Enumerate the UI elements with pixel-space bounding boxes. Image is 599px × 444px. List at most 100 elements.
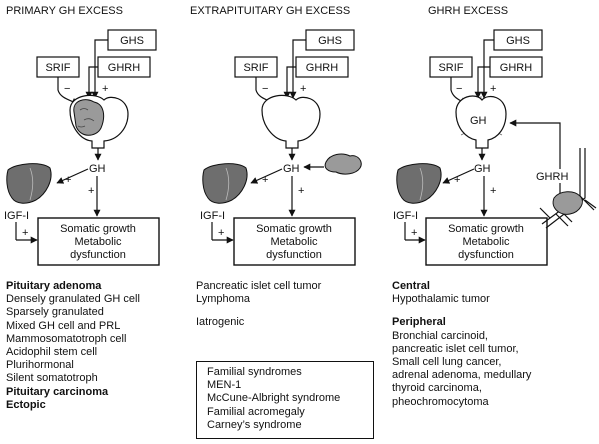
gh-label: GH (283, 163, 300, 175)
list-item: Familial syndromes (207, 366, 302, 378)
pituitary-adenoma-tumor (73, 99, 105, 136)
list-item: Pancreatic islet cell tumor (196, 280, 322, 292)
srif-minus: − (64, 83, 70, 95)
ghrh-label: GHRH (306, 62, 338, 74)
liver-plus: + (65, 174, 71, 186)
gh-secretagogue-plus: + (490, 83, 496, 95)
ghs-label: GHS (318, 35, 342, 47)
primary-causes-list: Pituitary adenoma Densely granulated GH … (6, 280, 140, 412)
pituitary-gland (455, 95, 507, 149)
list-item: Ectopic (6, 398, 46, 411)
igf-label: IGF-I (4, 210, 29, 222)
gh-label: GH (474, 163, 491, 175)
ectopic-ghrh-label: GHRH (536, 171, 568, 183)
ghrh-label: GHRH (108, 62, 140, 74)
ectopic-tumor (324, 153, 362, 175)
list-item: adrenal adenoma, medullary (392, 369, 532, 382)
gh-secretagogue-plus: + (300, 83, 306, 95)
ghs-arrow (289, 39, 306, 99)
somatic-growth-box (425, 217, 548, 266)
srif-label: SRIF (45, 62, 70, 74)
igf-label: IGF-I (200, 210, 225, 222)
list-item: Iatrogenic (196, 316, 245, 329)
list-item: pancreatic islet cell tumor, (392, 342, 519, 355)
igf-plus: + (411, 227, 417, 239)
list-item: pheochromocytoma (392, 395, 489, 408)
gh-growth-plus: + (490, 185, 496, 197)
gh-to-liver-arrow (56, 168, 89, 184)
list-item: thyroid carcinoma, (392, 382, 482, 395)
ghrh-causes-list: Central Hypothalamic tumor Peripheral Br… (392, 280, 531, 409)
liver-plus: + (262, 174, 268, 186)
box-line-2: Metabolic (270, 236, 318, 248)
list-item: Densely granulated GH cell (6, 293, 140, 306)
box-line-3: dysfunction (458, 249, 514, 261)
panel-title: GHRH EXCESS (428, 5, 508, 17)
list-item: McCune-Albright syndrome (207, 392, 341, 405)
central-heading: Central (392, 280, 430, 292)
ghs-label: GHS (506, 35, 530, 47)
list-item: Sparsely granulated (6, 306, 104, 319)
box-line-2: Metabolic (462, 236, 510, 248)
igf-plus: + (22, 227, 28, 239)
gh-growth-plus: + (298, 185, 304, 197)
srif-minus: − (456, 83, 462, 95)
srif-label: SRIF (243, 62, 268, 74)
list-item: Small cell lung cancer, (392, 355, 502, 368)
list-item: Silent somatotroph (6, 372, 98, 385)
somatic-growth-box (233, 217, 356, 266)
srif-minus: − (262, 83, 268, 95)
panel-primary: PRIMARY GH EXCESS GHS SRIF GHRH − + GH +… (4, 5, 160, 266)
familial-syndromes-box: Familial syndromes MEN-1 McCune-Albright… (196, 361, 374, 439)
lung-bronchi-icon (539, 148, 597, 229)
list-item: Pituitary carcinoma (6, 385, 109, 398)
panel-extrapituitary: EXTRAPITUITARY GH EXCESS GHS SRIF GHRH −… (190, 5, 362, 266)
pituitary-gh-label: GH (470, 115, 487, 127)
list-item: Acidophil stem cell (6, 345, 98, 358)
liver-icon (396, 163, 442, 204)
list-item: Bronchial carcinoid, (392, 329, 488, 342)
box-line-3: dysfunction (70, 249, 126, 261)
list-item: Carney’s syndrome (207, 418, 302, 431)
list-item: Lymphoma (196, 293, 251, 306)
list-item: MEN-1 (207, 379, 242, 392)
gh-growth-plus: + (88, 185, 94, 197)
box-line-3: dysfunction (266, 249, 322, 261)
panel-ghrh: GHRH EXCESS GHS SRIF GHRH − + GH GH + (393, 5, 597, 266)
list-item: Mixed GH cell and PRL (6, 319, 121, 332)
panel-title: EXTRAPITUITARY GH EXCESS (190, 5, 350, 17)
list-item: Plurihormonal (6, 359, 74, 372)
list-item: Mammosomatotroph cell (6, 332, 127, 345)
ghrh-arrow (283, 66, 296, 99)
liver-icon (202, 163, 248, 204)
box-line-1: Somatic growth (60, 223, 136, 235)
box-line-1: Somatic growth (256, 223, 332, 235)
bronchial-tumor (552, 191, 583, 215)
box-line-1: Somatic growth (448, 223, 524, 235)
gh-to-liver-arrow (250, 168, 283, 184)
srif-label: SRIF (438, 62, 463, 74)
ghrh-arrow (85, 66, 98, 99)
ghs-arrow (480, 39, 494, 99)
gh-to-liver-arrow (442, 168, 475, 184)
ghrh-label: GHRH (500, 62, 532, 74)
igf-plus: + (218, 227, 224, 239)
extrapituitary-causes-list: Pancreatic islet cell tumor Lymphoma Iat… (196, 280, 321, 330)
list-item: Pituitary adenoma (6, 280, 102, 292)
somatic-growth-box (37, 217, 160, 266)
gh-label: GH (89, 163, 106, 175)
box-line-2: Metabolic (74, 236, 122, 248)
pituitary-gland (261, 94, 321, 149)
ghs-arrow (91, 39, 108, 99)
igf-label: IGF-I (393, 210, 418, 222)
list-item: Hypothalamic tumor (392, 293, 490, 306)
list-item: Familial acromegaly (207, 405, 305, 418)
liver-plus: + (454, 174, 460, 186)
ghs-label: GHS (120, 35, 144, 47)
liver-icon (6, 163, 52, 204)
peripheral-heading: Peripheral (392, 316, 446, 329)
ghrh-arrow (474, 66, 490, 99)
gh-secretagogue-plus: + (102, 83, 108, 95)
panel-title: PRIMARY GH EXCESS (6, 5, 123, 17)
